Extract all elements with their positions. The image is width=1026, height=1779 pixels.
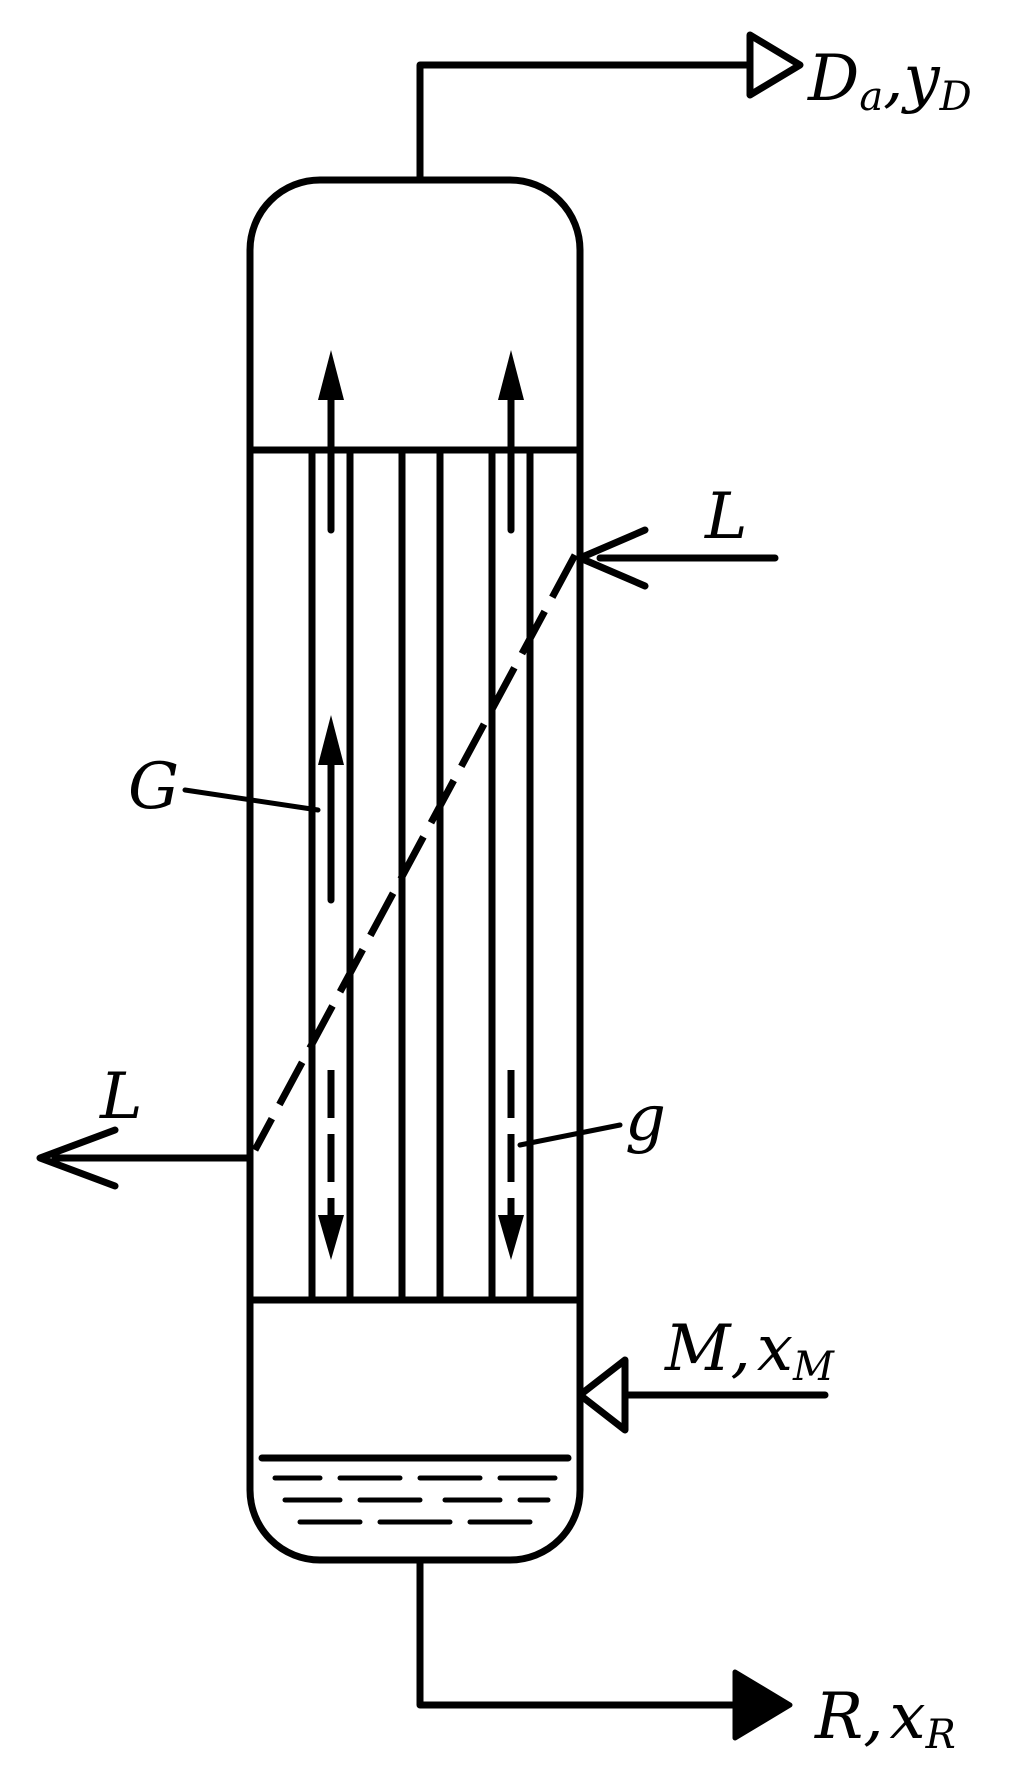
vapor-up-arrowhead-right [498, 350, 524, 400]
bottom-outlet-pipe [416, 1556, 739, 1709]
tube-wall-4 [526, 446, 584, 1304]
tube-bundle [246, 446, 584, 1304]
liquid-path-dashed [251, 553, 579, 1152]
liquid-outlet-label: L [99, 1060, 143, 1134]
top-outlet-pipe [416, 61, 754, 184]
vapor-up-arrowhead-left [318, 350, 344, 400]
residue-label: R,xR [814, 1680, 956, 1758]
feed-label: M,xM [664, 1312, 835, 1390]
liquid-inlet-arrowhead [576, 526, 649, 590]
tube-wall-1 [246, 446, 316, 1304]
tube-wall-3 [436, 446, 496, 1304]
residue-solid-arrow-icon [732, 1669, 793, 1741]
g-leader-line [182, 787, 321, 813]
liquid-pool [258, 1454, 572, 1525]
g-small-leader-line [517, 1122, 623, 1148]
vapor-down-label: g [625, 1082, 666, 1156]
g-down-arrowhead-right [498, 1215, 524, 1260]
distillate-open-arrow-icon [746, 31, 804, 99]
tube-wall-2 [346, 446, 406, 1304]
liquid-inlet-label: L [704, 480, 748, 554]
vapor-up-label: G [128, 750, 179, 824]
liquid-outlet-arrowhead [36, 1126, 119, 1190]
g-vapor-arrowhead [318, 715, 344, 765]
distillate-label: Da,yD [807, 42, 972, 120]
feed-open-arrow-icon [576, 1356, 629, 1434]
g-down-arrowhead-left [318, 1215, 344, 1260]
